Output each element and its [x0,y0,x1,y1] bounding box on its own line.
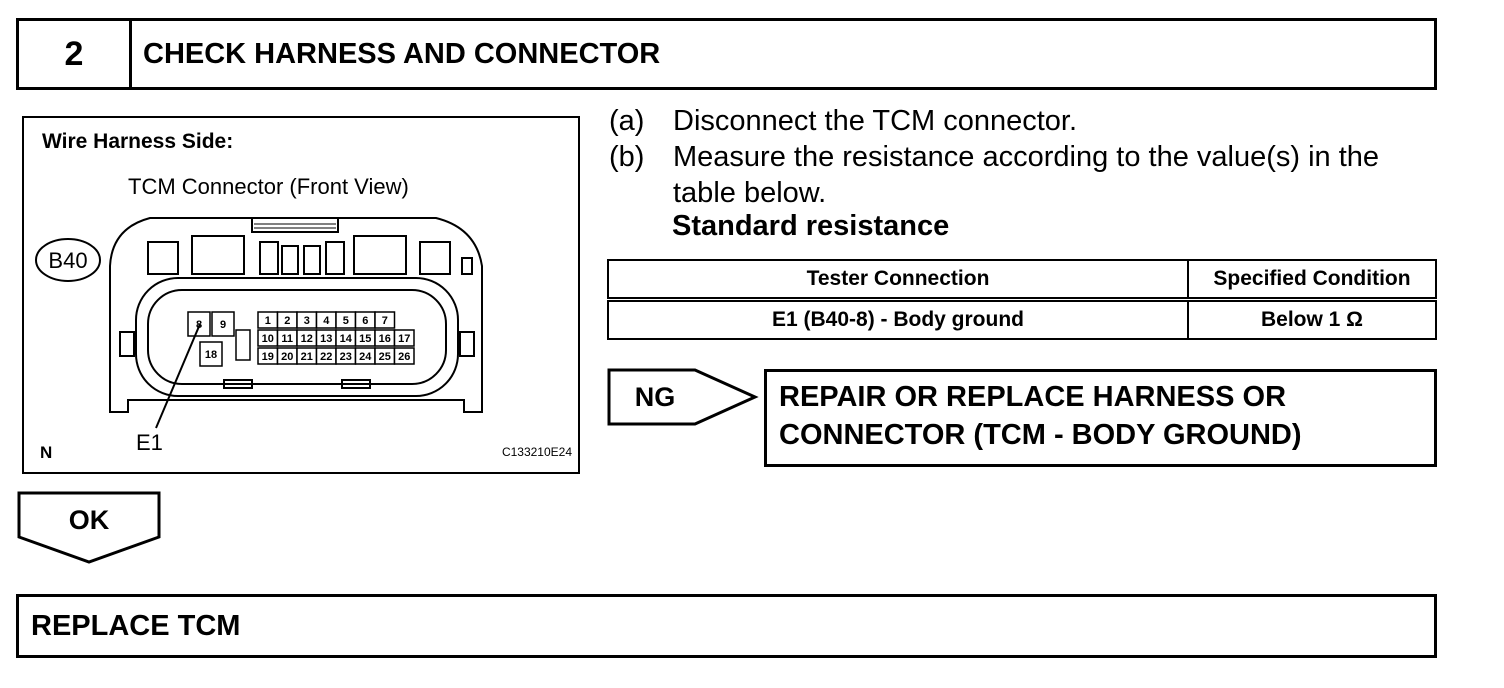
ng-action-box: REPAIR OR REPLACE HARNESS OR CONNECTOR (… [764,369,1437,467]
ng-arrow: NG [607,368,759,426]
step-number: 2 [19,21,132,87]
cell-tester-connection: E1 (B40-8) - Body ground [607,298,1189,340]
resistance-table: Tester Connection Specified Condition E1… [607,259,1437,340]
table-header-row: Tester Connection Specified Condition [607,259,1437,301]
connector-pin-label: 5 [343,315,349,327]
connector-pin [374,311,396,329]
connector-housing [109,217,483,413]
figure-code: C133210E24 [502,445,572,459]
connector-pin-label: 15 [359,333,371,345]
connector-pin-label: 6 [362,315,368,327]
step-header: 2 CHECK HARNESS AND CONNECTOR [16,18,1437,90]
connector-pin [393,329,415,347]
connector-pin-label: 2 [284,315,290,327]
connector-pin-label: 26 [398,351,410,363]
cell-specified-condition: Below 1 Ω [1187,298,1437,340]
connector-pin-label: 19 [262,351,274,363]
connector-pin-label: 10 [262,333,274,345]
tcm-connector-label: TCM Connector (Front View) [128,174,409,199]
ng-action-text: REPAIR OR REPLACE HARNESS OR CONNECTOR (… [779,381,1302,451]
connector-pin [393,347,415,365]
connector-pin-label: 17 [398,333,410,345]
connector-pin-label: 14 [340,333,353,345]
instruction-a-text: Disconnect the TCM connector. [673,105,1078,137]
connector-pin-label: 25 [379,351,391,363]
ok-label: OK [69,505,110,535]
connector-pin [211,311,235,337]
connector-pin-label: 11 [281,333,293,345]
connector-pin-label: 9 [220,319,226,331]
connector-pin-label: 18 [205,349,217,361]
connector-id-label: B40 [48,248,87,273]
table-row: E1 (B40-8) - Body ground Below 1 Ω [607,298,1437,340]
instruction-b-text: Measure the resistance according to the … [673,141,1380,209]
connector-pin-label: 7 [382,315,388,327]
ng-label: NG [635,382,676,412]
connector-face [135,277,459,397]
connector-pin [199,341,223,367]
connector-pin-label: 23 [340,351,352,363]
instruction-b-label: (b) [609,141,645,173]
standard-resistance-label: Standard resistance [672,210,950,242]
connector-latch [251,217,339,233]
connector-pin-label: 24 [359,351,372,363]
connector-pin-label: 3 [304,315,310,327]
connector-pin-label: 4 [323,315,330,327]
connector-diagram: Wire Harness Side: TCM Connector (Front … [22,116,580,474]
connector-pin-label: 22 [320,351,332,363]
e1-leader-line [155,323,201,429]
wire-harness-side-label: Wire Harness Side: [42,130,233,153]
instruction-a-label: (a) [609,105,645,137]
pin-group-left: 8918 [187,311,235,367]
connector-pin-label: 12 [301,333,313,345]
connector-pin-label: 21 [301,351,313,363]
header-tester-connection: Tester Connection [607,259,1189,301]
result-box: REPLACE TCM [16,594,1437,658]
connector-drawing: Wire Harness Side: TCM Connector (Front … [35,130,572,462]
connector-pin-label: 1 [265,315,271,327]
e1-terminal-label: E1 [136,430,163,455]
ok-arrow: OK [17,491,161,564]
connector-pin-label: 20 [281,351,293,363]
connector-pin-label: 16 [379,333,391,345]
connector-pin-label: 13 [320,333,332,345]
step-title: CHECK HARNESS AND CONNECTOR [143,37,661,70]
result-action-text: REPLACE TCM [31,609,241,642]
corner-label: N [40,443,52,462]
connector-id-oval [35,238,101,282]
header-specified-condition: Specified Condition [1187,259,1437,301]
